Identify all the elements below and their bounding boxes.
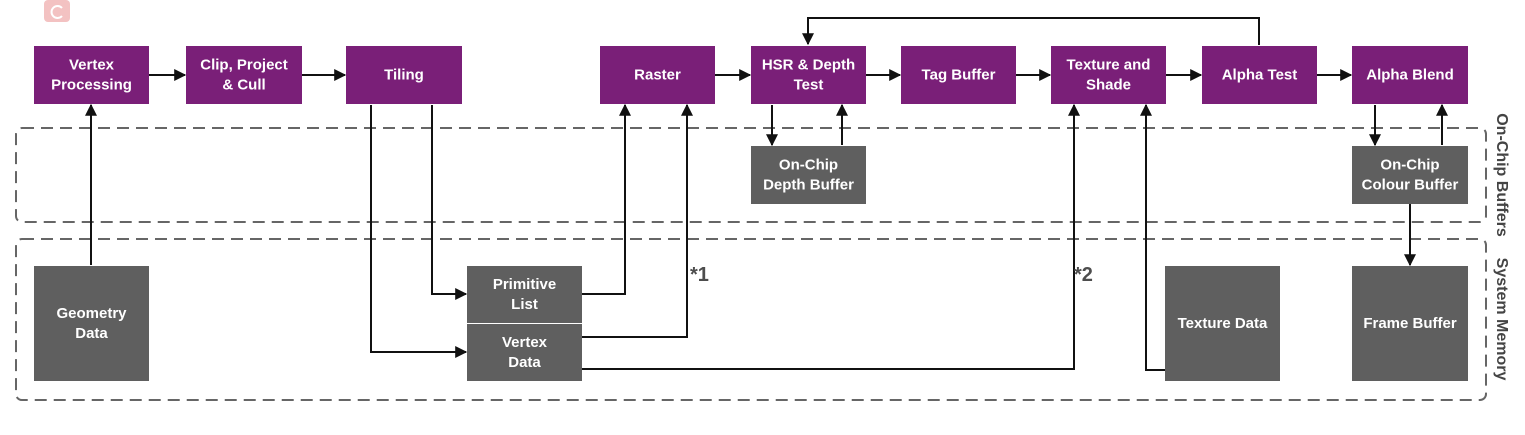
on-chip-colour-buffer-box-background — [1352, 146, 1468, 204]
hsr-depth-test-box-background — [751, 46, 866, 104]
on-chip-depth-buffer-label-line-1: On-Chip — [779, 157, 838, 174]
edge-tiling-to-vertex-data — [370, 105, 468, 358]
edge-alpha-test-feedback — [802, 17, 1260, 46]
logo-icon — [44, 0, 70, 22]
alpha-test-label-line-1: Alpha Test — [1222, 67, 1298, 84]
tag-buffer-box-background — [901, 46, 1016, 104]
clip-project-cull-box-background — [186, 46, 302, 104]
raster-box: Raster — [600, 46, 715, 104]
tiling-label-line-1: Tiling — [384, 67, 424, 84]
edge-primitive-list-to-raster — [582, 103, 631, 295]
alpha-test-box: Alpha Test — [1202, 46, 1317, 104]
vertex-data-box-background — [467, 324, 582, 381]
on-chip-depth-buffer-label-line-2: Depth Buffer — [763, 177, 854, 194]
system-memory-region — [15, 238, 1487, 401]
alpha-blend-label-line-1: Alpha Blend — [1366, 67, 1454, 84]
clip-project-cull-label-line-2: & Cull — [222, 77, 265, 94]
frame-buffer-label-line-1: Frame Buffer — [1363, 315, 1457, 332]
texture-and-shade-label-line-2: Shade — [1086, 77, 1131, 94]
tag-buffer-box: Tag Buffer — [901, 46, 1016, 104]
edge-vertex-data-to-texture — [582, 103, 1080, 370]
edge-vertex-data-to-raster — [582, 103, 693, 338]
texture-data-label-line-1: Texture Data — [1178, 315, 1268, 332]
texture-and-shade-box-background — [1051, 46, 1166, 104]
geometry-data-label-line-1: Geometry — [56, 305, 127, 322]
raster-label-line-1: Raster — [634, 67, 681, 84]
geometry-data-box-background — [34, 266, 149, 381]
hsr-depth-test-label-line-1: HSR & Depth — [762, 57, 855, 74]
on-chip-colour-buffer-label-line-2: Colour Buffer — [1362, 177, 1459, 194]
vertex-data-label-line-1: Vertex — [502, 334, 548, 351]
clip-project-cull-label-line-1: Clip, Project — [200, 57, 288, 74]
primitive-list-box-background — [467, 266, 582, 323]
tiling-box: Tiling — [346, 46, 462, 104]
geometry-data-label-line-2: Data — [75, 325, 108, 342]
hsr-depth-test-label-line-2: Test — [794, 77, 824, 94]
tag-buffer-label-line-1: Tag Buffer — [922, 67, 996, 84]
on-chip-colour-buffer-label-line-1: On-Chip — [1380, 157, 1439, 174]
vertex-processing-label-line-2: Processing — [51, 77, 132, 94]
raster-box-background — [600, 46, 715, 104]
texture-data-box-background — [1165, 266, 1280, 381]
system-memory-label: System Memory — [1493, 258, 1510, 381]
diagram-edges — [85, 17, 1448, 371]
on-chip-depth-buffer-box-background — [751, 146, 866, 204]
texture-data-box: Texture Data — [1165, 266, 1280, 381]
alpha-test-box-background — [1202, 46, 1317, 104]
vertex-processing-label-line-1: Vertex — [69, 57, 115, 74]
frame-buffer-box-background — [1352, 266, 1468, 381]
primitive-list-label-line-1: Primitive — [493, 276, 556, 293]
tiling-box-background — [346, 46, 462, 104]
alpha-blend-box: Alpha Blend — [1352, 46, 1468, 104]
texture-and-shade-label-line-1: Texture and — [1067, 57, 1151, 74]
vertex-data-label-line-2: Data — [508, 354, 541, 371]
alpha-blend-box-background — [1352, 46, 1468, 104]
on-chip-buffers-region — [15, 127, 1487, 223]
vertex-processing-box-background — [34, 46, 149, 104]
clip-project-cull-box: Clip, Project & Cull — [186, 46, 302, 104]
frame-buffer-box: Frame Buffer — [1352, 266, 1468, 381]
note-2-label: *2 — [1074, 264, 1093, 286]
edge-texture-data-to-shade — [1140, 103, 1165, 371]
note-1-label: *1 — [690, 264, 709, 286]
on-chip-buffers-label: On-Chip Buffers — [1493, 113, 1510, 237]
edge-tiling-to-primitive-list — [431, 105, 468, 300]
primitive-list-label-line-2: List — [511, 296, 538, 313]
